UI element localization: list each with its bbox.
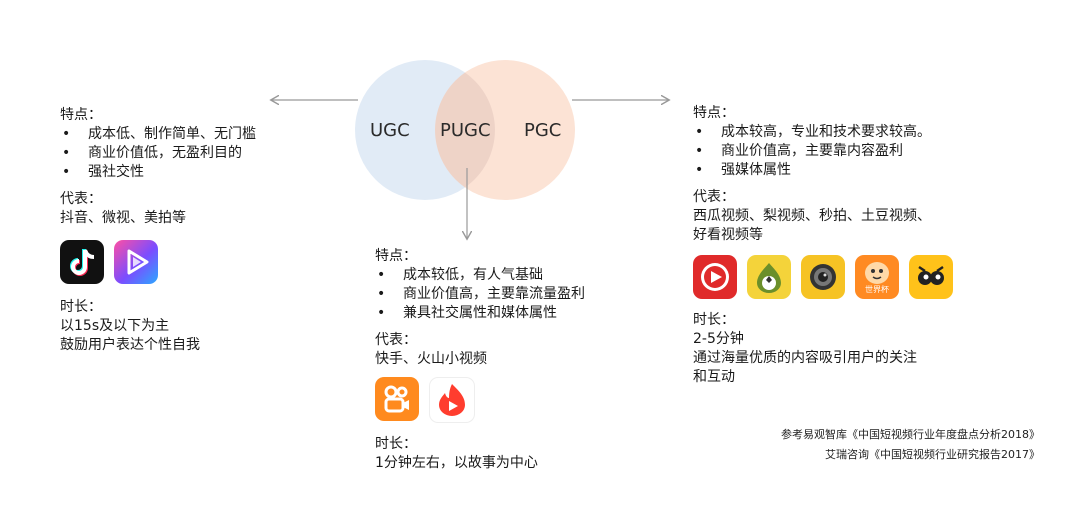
pugc-app-icons (375, 377, 585, 423)
pear-video-icon[interactable] (747, 255, 791, 299)
pgc-block: 特点： 成本较高，专业和技术要求较高。 商业价值高，主要靠内容盈利 强媒体属性 … (693, 104, 953, 387)
pgc-feature-item: 成本较高，专业和技术要求较高。 (693, 123, 953, 142)
pgc-duration-title: 时长： (693, 312, 735, 328)
pgc-features-list: 成本较高，专业和技术要求较高。 商业价值高，主要靠内容盈利 强媒体属性 (693, 123, 953, 180)
pgc-label: PGC (524, 120, 562, 141)
pgc-duration-line: 2-5分钟 (693, 331, 744, 347)
huoshan-icon[interactable] (429, 377, 475, 423)
ugc-feature-item: 强社交性 (60, 163, 256, 182)
pgc-feature-item: 商业价值高，主要靠内容盈利 (693, 142, 953, 161)
pugc-block: 特点： 成本较低，有人气基础 商业价值高，主要靠流量盈利 兼具社交属性和媒体属性… (375, 247, 585, 473)
kuaishou-icon[interactable] (375, 377, 419, 421)
overlap-region (435, 72, 495, 188)
tudou-caption: 世界杯 (865, 285, 889, 294)
ugc-label: UGC (370, 120, 410, 141)
pugc-feature-item: 成本较低，有人气基础 (375, 266, 585, 285)
ugc-reps-title: 代表： (60, 191, 102, 207)
tudou-icon[interactable]: 世界杯 (855, 255, 899, 299)
pugc-duration-title: 时长： (375, 436, 417, 452)
ugc-features-title: 特点： (60, 107, 102, 123)
pugc-feature-item: 商业价值高，主要靠流量盈利 (375, 285, 585, 304)
pgc-reps-title: 代表： (693, 189, 735, 205)
ugc-block: 特点： 成本低、制作简单、无门槛 商业价值低，无盈利目的 强社交性 代表： 抖音… (60, 106, 256, 355)
douyin-icon[interactable] (60, 240, 104, 284)
pgc-features-title: 特点： (693, 105, 735, 121)
ugc-features-list: 成本低、制作简单、无门槛 商业价值低，无盈利目的 强社交性 (60, 125, 256, 182)
ugc-duration-title: 时长： (60, 299, 102, 315)
pgc-app-icons: 世界杯 (693, 255, 953, 299)
ugc-reps-text: 抖音、微视、美拍等 (60, 210, 186, 226)
miaopai-icon[interactable] (801, 255, 845, 299)
pgc-duration-line: 通过海量优质的内容吸引用户的关注 (693, 350, 917, 366)
source-line: 参考易观智库《中国短视频行业年度盘点分析2018》 (781, 428, 1040, 441)
ugc-feature-item: 商业价值低，无盈利目的 (60, 144, 256, 163)
pgc-feature-item: 强媒体属性 (693, 161, 953, 180)
pugc-reps-title: 代表： (375, 332, 417, 348)
pugc-reps-text: 快手、火山小视频 (375, 351, 487, 367)
pgc-duration-line: 和互动 (693, 369, 735, 385)
weishi-icon[interactable] (114, 240, 158, 284)
pugc-features-list: 成本较低，有人气基础 商业价值高，主要靠流量盈利 兼具社交属性和媒体属性 (375, 266, 585, 323)
xigua-icon[interactable] (693, 255, 737, 299)
ugc-app-icons (60, 240, 256, 284)
pgc-reps-line: 好看视频等 (693, 227, 763, 243)
pugc-feature-item: 兼具社交属性和媒体属性 (375, 304, 585, 323)
ugc-duration-line: 以15s及以下为主 (60, 318, 170, 334)
ugc-feature-item: 成本低、制作简单、无门槛 (60, 125, 256, 144)
source-line: 艾瑞咨询《中国短视频行业研究报告2017》 (825, 448, 1040, 461)
pugc-features-title: 特点： (375, 248, 417, 264)
pugc-duration-line: 1分钟左右，以故事为中心 (375, 455, 538, 471)
pugc-label: PUGC (440, 120, 491, 141)
ugc-duration-line: 鼓励用户表达个性自我 (60, 337, 200, 353)
pgc-reps-line: 西瓜视频、梨视频、秒拍、土豆视频、 (693, 208, 931, 224)
haokan-icon[interactable] (909, 255, 953, 299)
